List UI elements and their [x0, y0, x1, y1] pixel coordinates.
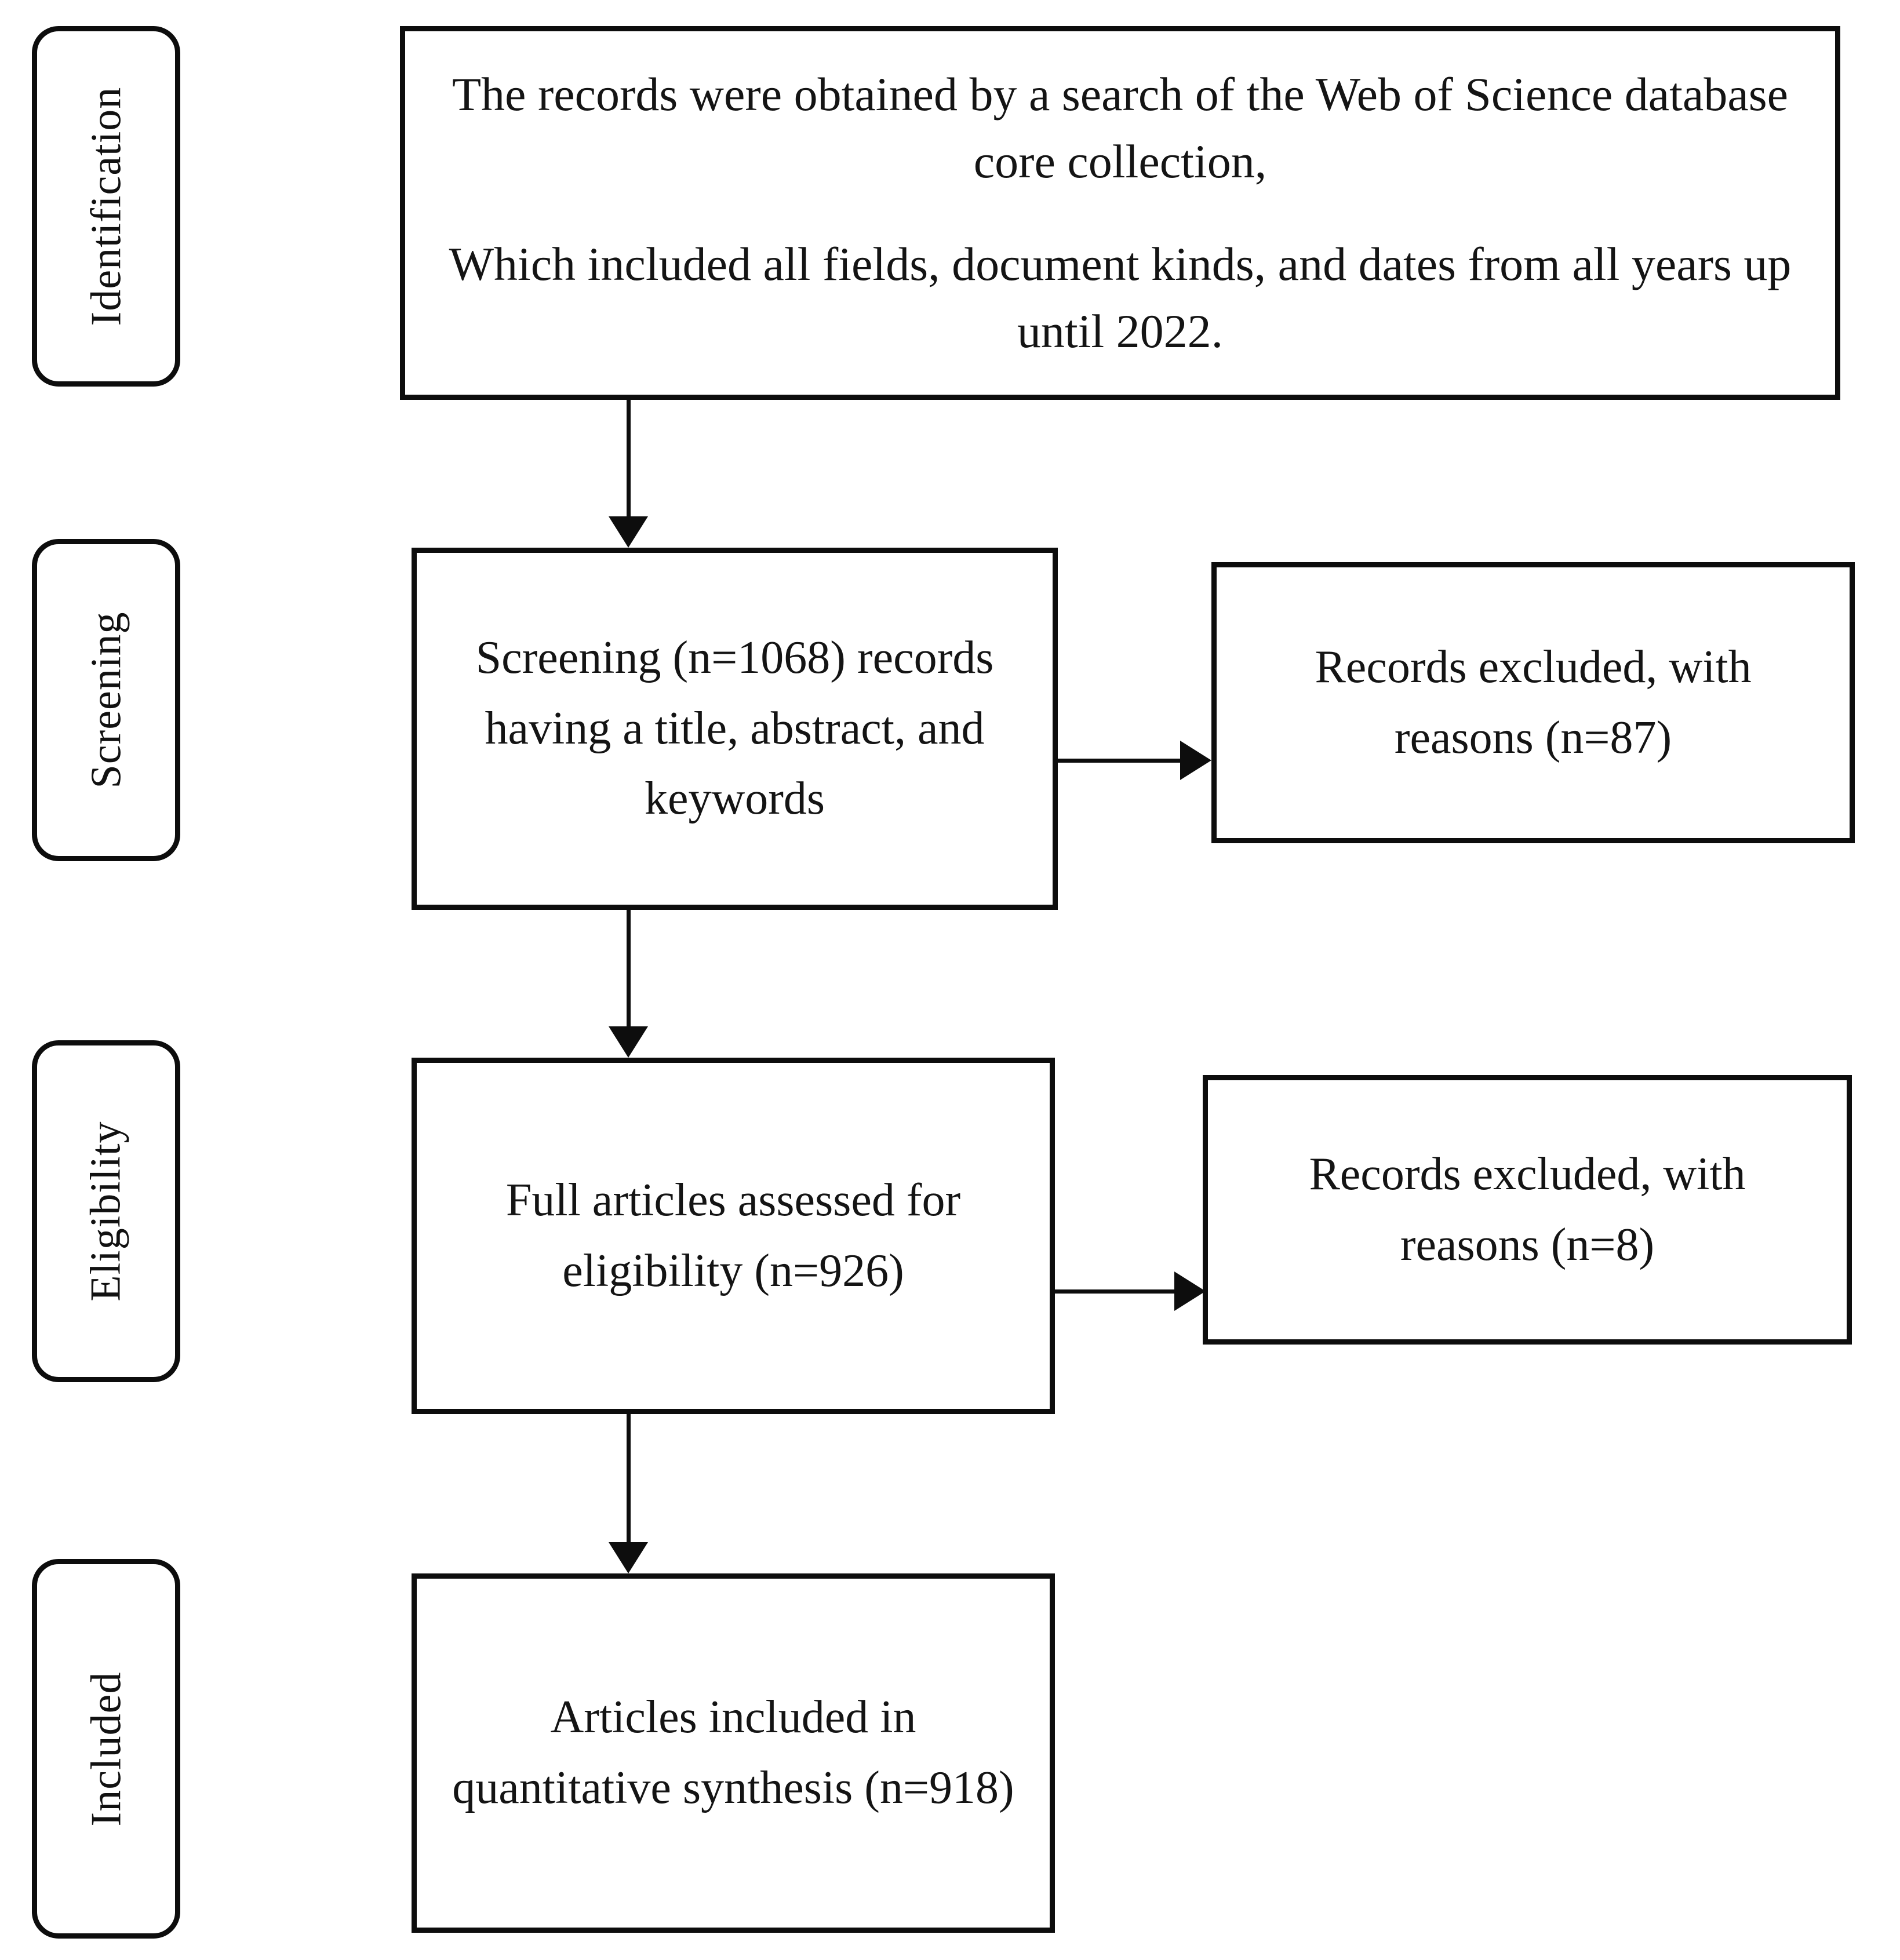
arrow-eligibility-to-excluded — [1052, 1272, 1206, 1311]
identification-paragraph-1: The records were obtained by a search of… — [452, 67, 1789, 188]
excluded-records-screening-box: Records excluded, with reasons (n=87) — [1211, 562, 1855, 843]
arrow-head — [609, 1026, 648, 1058]
stage-label-screening-text: Screening — [82, 611, 130, 789]
identification-box-text: The records were obtained by a search of… — [432, 61, 1808, 366]
eligibility-box-text: Full articles assessed for eligibility (… — [505, 1174, 961, 1296]
excluded-records-screening-text: Records excluded, with reasons (n=87) — [1315, 641, 1752, 763]
stage-label-identification-text: Identification — [82, 86, 130, 326]
arrow-shaft — [1055, 759, 1180, 763]
arrow-shaft — [627, 910, 631, 1026]
arrow-screening-to-excluded — [1055, 741, 1211, 780]
arrow-identification-to-screening — [605, 400, 651, 548]
excluded-records-eligibility-box: Records excluded, with reasons (n=8) — [1203, 1075, 1852, 1345]
arrow-shaft — [627, 1414, 631, 1542]
arrow-head — [1180, 741, 1211, 780]
identification-paragraph-2: Which included all fields, document kind… — [449, 237, 1792, 358]
arrow-shaft — [627, 400, 631, 516]
stage-label-included-text: Included — [82, 1671, 130, 1826]
arrow-head — [609, 1542, 648, 1573]
included-box: Articles included in quantitative synthe… — [412, 1573, 1055, 1933]
stage-label-eligibility: Eligibility — [32, 1040, 180, 1382]
identification-box: The records were obtained by a search of… — [400, 26, 1840, 400]
screening-box: Screening (n=1068) records having a titl… — [412, 548, 1058, 910]
arrow-shaft — [1052, 1289, 1174, 1294]
arrow-screening-to-eligibility — [605, 910, 651, 1058]
stage-label-eligibility-text: Eligibility — [82, 1121, 130, 1302]
arrow-head — [609, 516, 648, 548]
excluded-records-eligibility-text: Records excluded, with reasons (n=8) — [1309, 1148, 1746, 1270]
stage-label-identification: Identification — [32, 26, 180, 387]
screening-box-text: Screening (n=1068) records having a titl… — [475, 632, 994, 825]
arrow-head — [1174, 1272, 1206, 1311]
stage-label-screening: Screening — [32, 539, 180, 861]
stage-label-included: Included — [32, 1559, 180, 1939]
included-box-text: Articles included in quantitative synthe… — [452, 1692, 1014, 1813]
arrow-eligibility-to-included — [605, 1414, 651, 1573]
eligibility-box: Full articles assessed for eligibility (… — [412, 1058, 1055, 1414]
